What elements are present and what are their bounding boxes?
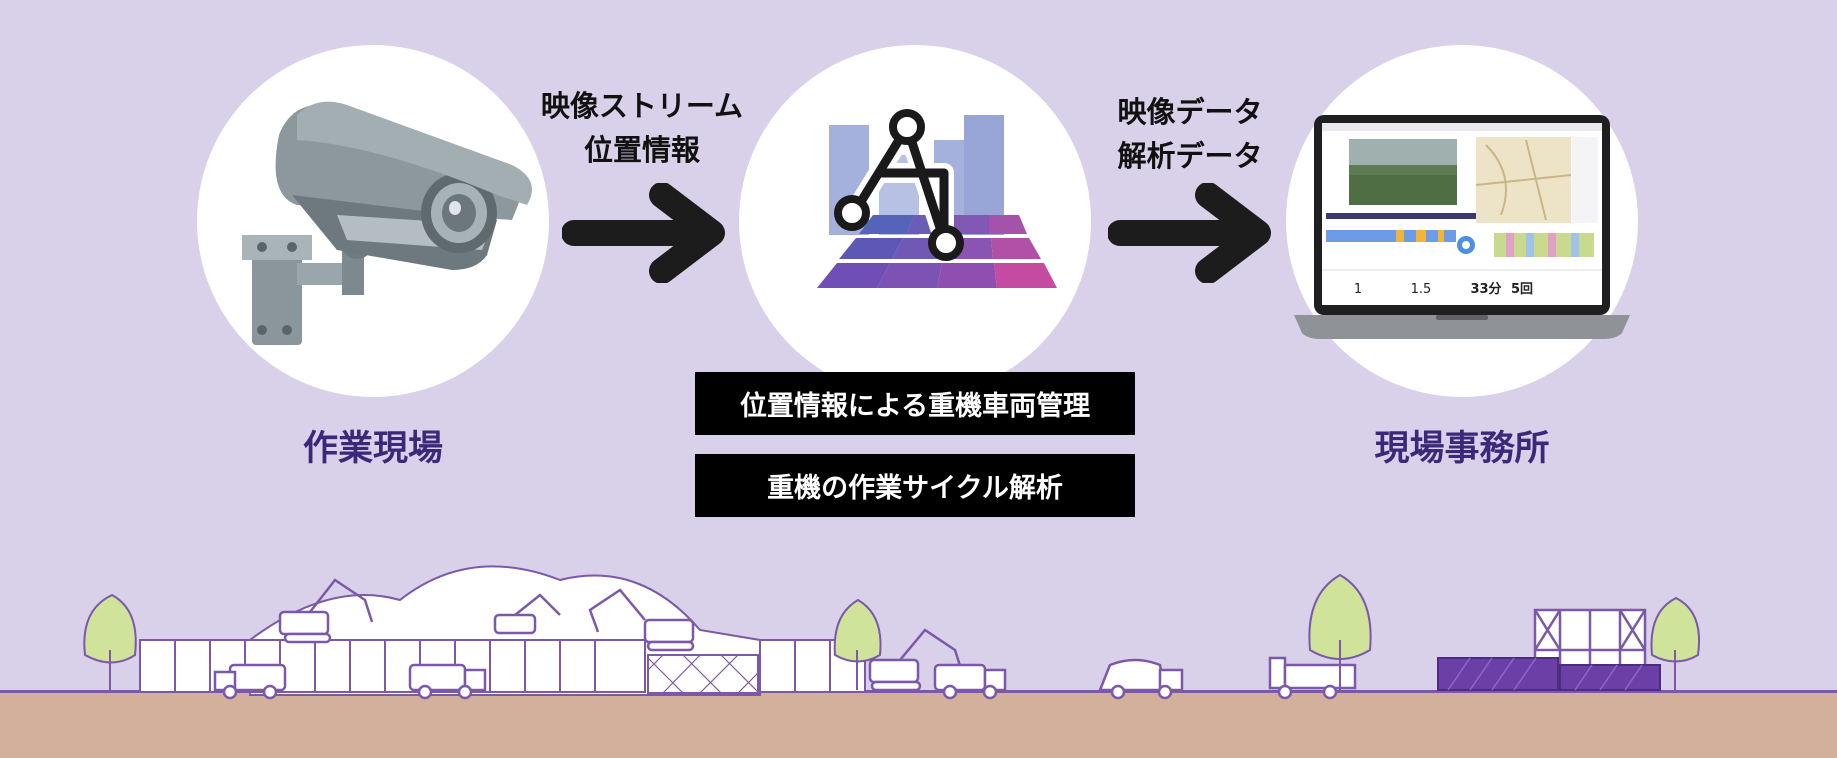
excavator — [278, 578, 374, 644]
edge-label-line: 映像ストリーム — [540, 89, 744, 123]
ai-logo-icon — [817, 109, 1057, 288]
edge-label-stream: 映像ストリーム 位置情報 — [527, 84, 757, 172]
arrow-right-icon — [1108, 183, 1271, 283]
laptop-stat-1: 1 — [1354, 282, 1362, 297]
feature-box-vehicle-management: 位置情報による重機車両管理 — [695, 372, 1135, 435]
dump-truck — [213, 663, 287, 700]
ai-node — [739, 45, 1091, 397]
storage-containers — [1437, 657, 1661, 691]
security-camera-icon — [242, 101, 532, 345]
laptop-stat-3: 33分 — [1470, 281, 1501, 297]
ground-line — [0, 690, 1837, 693]
edge-label-line: 位置情報 — [583, 133, 700, 167]
edge-label-line: 映像データ — [1117, 95, 1263, 129]
node-label-office: 現場事務所 — [1374, 429, 1550, 469]
dump-truck — [408, 663, 487, 700]
office-node: 1 1.5 33分 5回 — [1286, 45, 1638, 397]
arrow-right-icon — [562, 183, 725, 283]
laptop-dashboard-icon: 1 1.5 33分 5回 — [1294, 115, 1630, 339]
construction-site-illustration — [83, 565, 1700, 700]
excavator — [868, 628, 964, 692]
edge-label-data: 映像データ 解析データ — [1100, 90, 1280, 178]
laptop-stat-4: 5回 — [1511, 282, 1533, 297]
tree — [1650, 596, 1700, 690]
dump-truck — [1268, 656, 1357, 700]
dump-truck — [933, 663, 1007, 700]
feature-box-cycle-analysis: 重機の作業サイクル解析 — [695, 454, 1135, 517]
tree — [1308, 573, 1372, 690]
excavator — [588, 588, 695, 652]
node-label-site: 作業現場 — [302, 429, 443, 469]
tree — [833, 598, 882, 690]
laptop-stat-2: 1.5 — [1411, 282, 1432, 297]
tree — [83, 593, 137, 690]
edge-label-line: 解析データ — [1117, 139, 1263, 173]
camera-node — [197, 45, 549, 397]
ground — [0, 692, 1837, 758]
excavator — [493, 593, 561, 635]
dump-truck — [1098, 658, 1184, 700]
